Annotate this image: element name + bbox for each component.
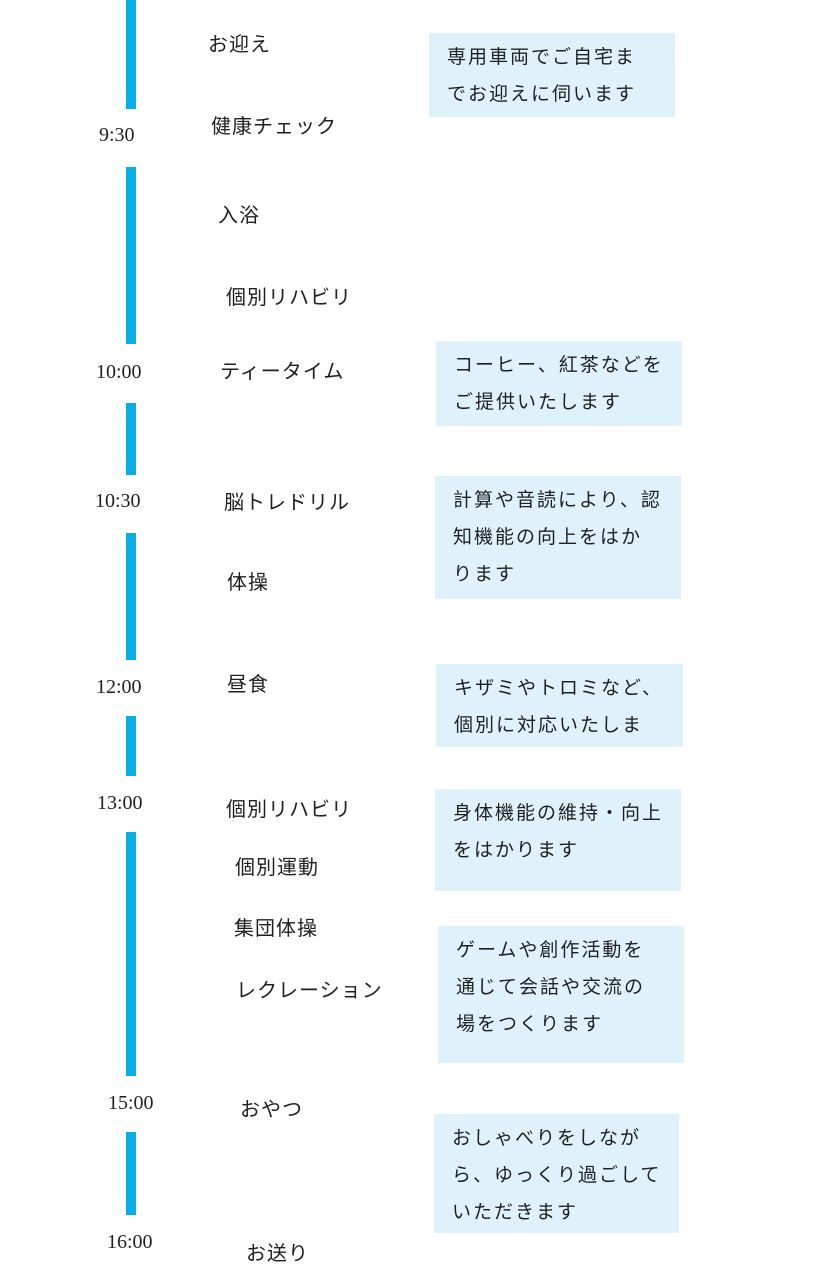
activity-label: レクレーション [236, 978, 383, 1002]
note-box: ゲームや創作活動を 通じて会話や交流の 場をつくります [438, 926, 684, 1063]
note-box: 身体機能の維持・向上 をはかります [435, 789, 681, 891]
time-label: 16:00 [107, 1231, 153, 1253]
note-line: コーヒー、紅茶などを [454, 354, 664, 376]
note-line: 場をつくります [456, 1013, 604, 1035]
activity-label: 入浴 [218, 203, 260, 227]
note-line: キザミやトロミなど、 [454, 677, 664, 699]
activity-label: 脳トレドリル [224, 490, 350, 514]
activity-label: 個別リハビリ [226, 797, 352, 821]
note-line: ら、ゆっくり過ごして [452, 1164, 662, 1186]
note-box: 専用車両でご自宅ま でお迎えに伺います [429, 33, 675, 117]
note-line: いただきます [452, 1201, 579, 1223]
activity-label: 個別リハビリ [226, 285, 352, 309]
note-line: 知機能の向上をはか [453, 526, 643, 548]
note-line: 身体機能の維持・向上 [453, 802, 664, 824]
note-line: をはかります [453, 839, 580, 861]
note-line: 専用車両でご自宅ま [447, 46, 637, 68]
note-box: キザミやトロミなど、 個別に対応いたしま [436, 664, 683, 747]
timeline-segment [126, 716, 136, 776]
note-line: 計算や音読により、認 [453, 489, 662, 511]
note-box: 計算や音読により、認 知機能の向上をはか ります [435, 476, 681, 599]
note-line: でお迎えに伺います [447, 83, 637, 105]
note-line: おしゃべりをしなが [452, 1127, 642, 1149]
activity-label: 健康チェック [211, 114, 337, 138]
activity-label: お迎え [208, 32, 271, 56]
activity-label: 昼食 [227, 672, 269, 696]
note-line: ります [453, 563, 517, 585]
note-box: おしゃべりをしなが ら、ゆっくり過ごして いただきます [434, 1114, 679, 1233]
time-label: 15:00 [108, 1092, 154, 1114]
note-box: コーヒー、紅茶などを ご提供いたします [436, 341, 682, 426]
timeline-segment [126, 0, 136, 109]
activity-label: お送り [246, 1241, 309, 1265]
time-label: 10:30 [95, 490, 141, 512]
time-label: 12:00 [96, 676, 142, 698]
timeline-segment [126, 403, 136, 475]
time-label: 10:00 [96, 361, 142, 383]
activity-label: おやつ [240, 1097, 303, 1121]
time-label: 9:30 [99, 124, 135, 146]
note-line: ご提供いたします [454, 391, 623, 413]
activity-label: ティータイム [220, 359, 345, 383]
note-line: 通じて会話や交流の [456, 976, 646, 998]
activity-label: 集団体操 [234, 916, 318, 940]
activity-label: 体操 [227, 570, 269, 594]
timeline-segment [126, 167, 136, 344]
activity-label: 個別運動 [235, 855, 319, 879]
timeline-segment [126, 533, 136, 660]
note-line: ゲームや創作活動を [456, 939, 645, 961]
timeline-segment [126, 1132, 136, 1215]
timeline-segment [126, 832, 136, 1076]
time-label: 13:00 [97, 792, 143, 814]
note-line: 個別に対応いたしま [454, 714, 644, 736]
